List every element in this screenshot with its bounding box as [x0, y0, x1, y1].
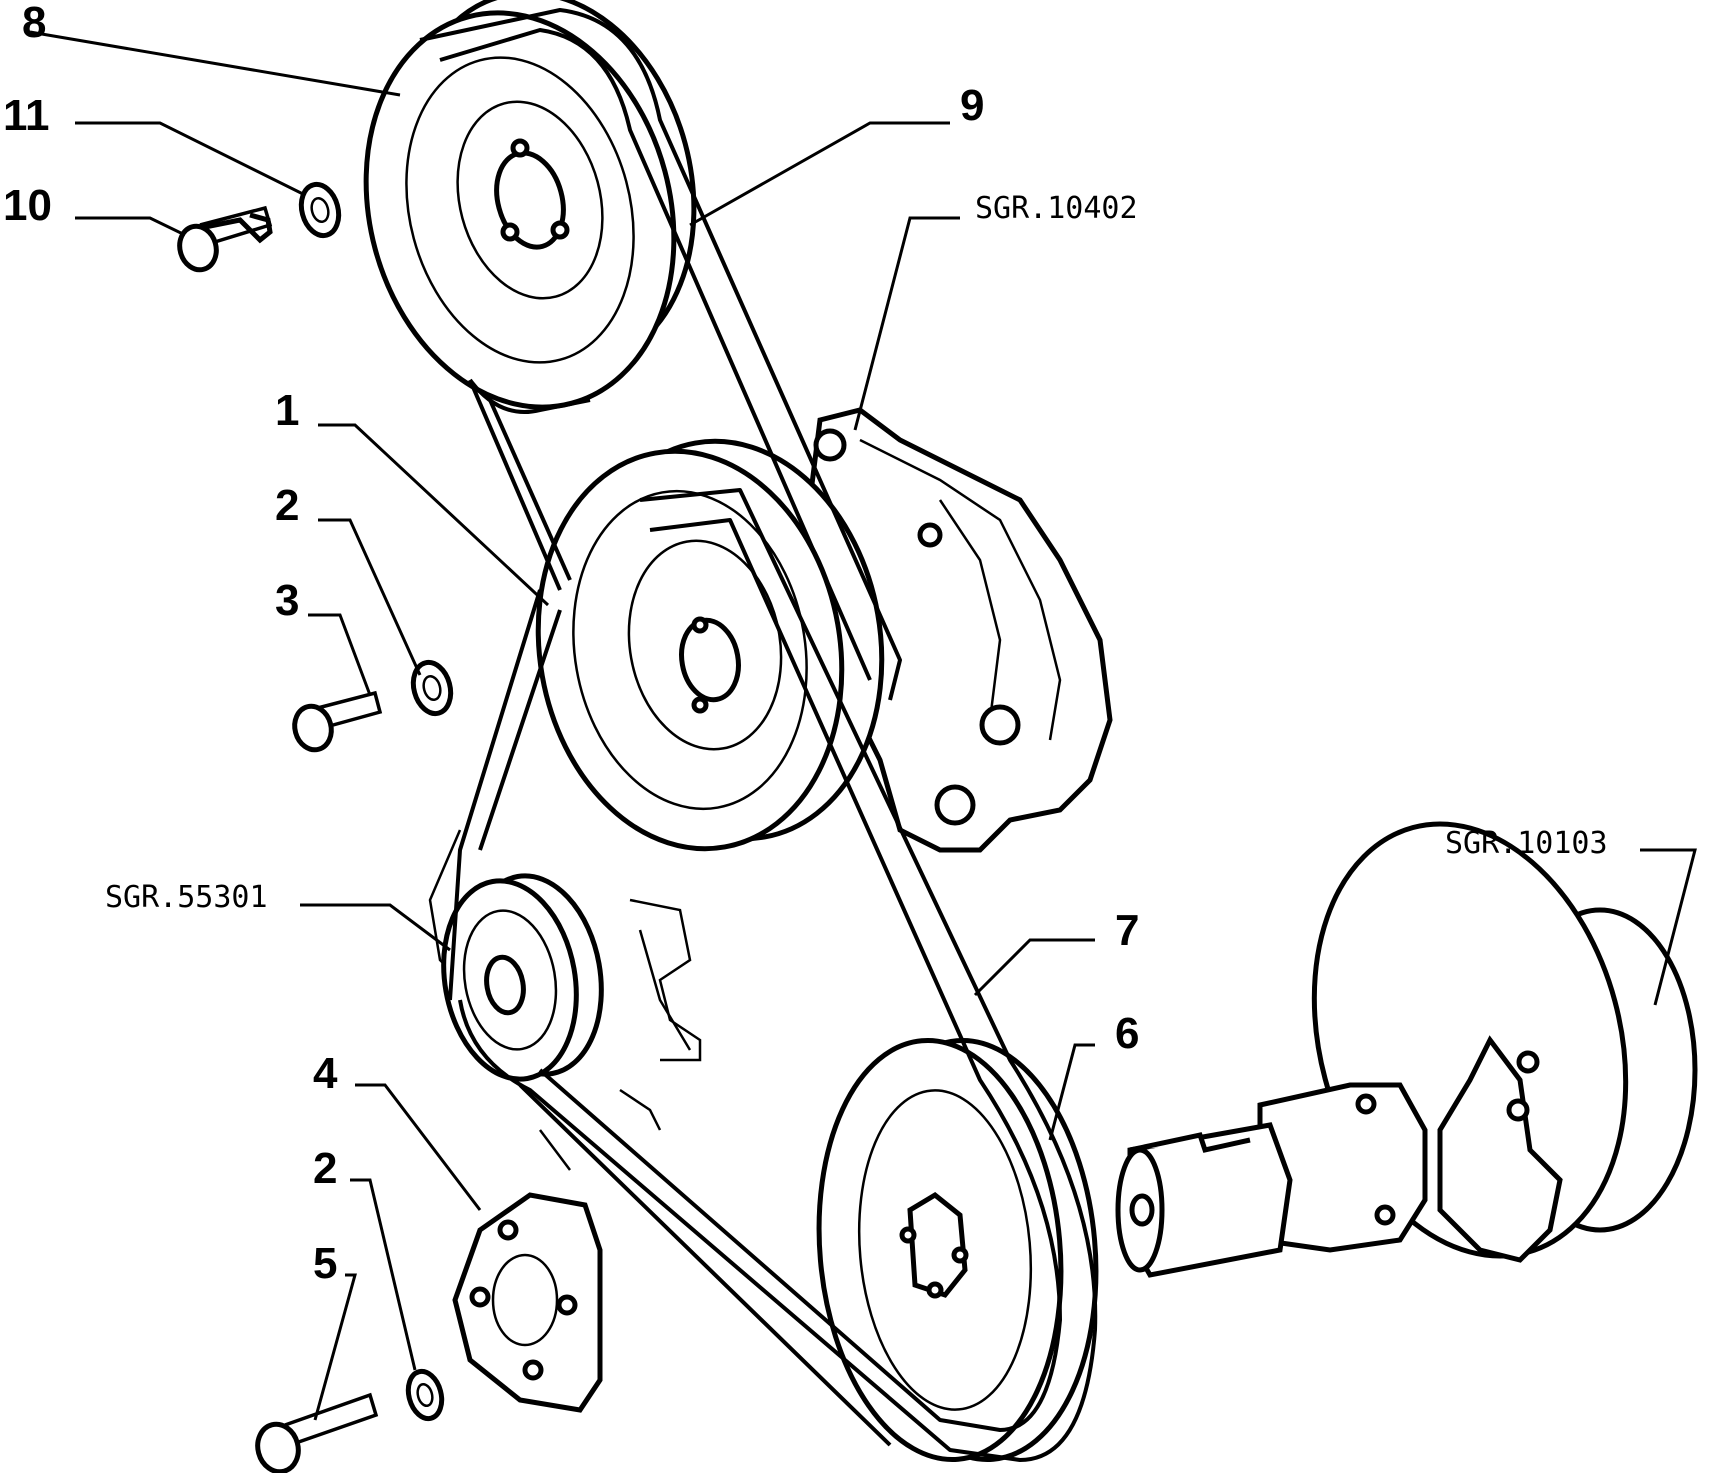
label-2-upper: 2: [275, 481, 299, 530]
label-10: 10: [3, 181, 52, 230]
ref-crankshaft: SGR.10103: [1445, 826, 1608, 861]
water-pump-housing: [807, 407, 1113, 853]
washer-2-lower: [405, 1368, 445, 1422]
tensioner-assembly: [428, 829, 702, 1171]
part-labels: 8 11 10 9 1 2 3 7 6 4 2 5 SGR.10402 SGR.…: [3, 0, 1608, 1288]
bolt-10: [177, 205, 273, 273]
pulley-8: [363, 0, 697, 410]
leader-lines: [29, 30, 1697, 1421]
bolt-3: [292, 690, 383, 753]
label-2-lower: 2: [313, 1144, 337, 1193]
belt-9: [419, 8, 902, 701]
label-7: 7: [1115, 906, 1139, 955]
label-5: 5: [313, 1239, 337, 1288]
label-3: 3: [275, 576, 299, 625]
label-8: 8: [22, 0, 46, 47]
label-4: 4: [313, 1049, 338, 1098]
bolt-5: [255, 1392, 379, 1473]
label-1: 1: [275, 386, 299, 435]
crankshaft-pulley-6: [816, 1038, 1099, 1462]
washer-11: [298, 181, 342, 239]
ref-water-pump: SGR.10402: [975, 191, 1138, 226]
belt-7: [448, 488, 1098, 1462]
label-9: 9: [960, 81, 984, 130]
plate-4: [452, 1192, 603, 1413]
label-11: 11: [3, 91, 50, 140]
label-6: 6: [1115, 1009, 1139, 1058]
washer-2-upper: [410, 659, 454, 717]
crankshaft: [1115, 821, 1698, 1278]
ref-tensioner: SGR.55301: [105, 880, 268, 915]
